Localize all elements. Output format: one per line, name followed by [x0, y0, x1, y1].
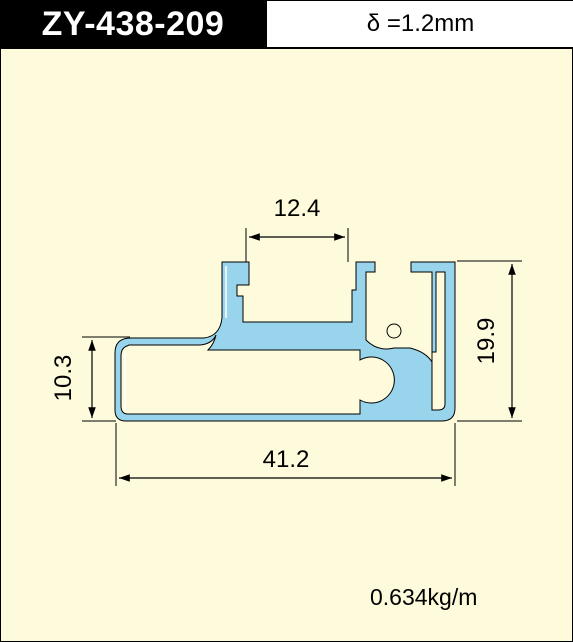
model-code: ZY-438-209 [1, 1, 265, 47]
dim-label-right-height: 19.9 [473, 318, 500, 365]
profile-cross-section [114, 261, 456, 422]
dimension-left-height [82, 336, 130, 422]
dim-label-left-height: 10.3 [50, 355, 77, 402]
header-bar: ZY-438-209 δ =1.2mm [1, 1, 573, 49]
dimension-right-height [457, 260, 522, 422]
wall-thickness: δ =1.2mm [265, 1, 573, 47]
weight-per-meter: 0.634kg/m [370, 584, 478, 610]
dim-label-overall-width: 41.2 [263, 446, 310, 473]
dim-label-top-width: 12.4 [274, 195, 321, 222]
dimension-top-width [245, 228, 349, 262]
dimension-overall-width [115, 423, 456, 486]
